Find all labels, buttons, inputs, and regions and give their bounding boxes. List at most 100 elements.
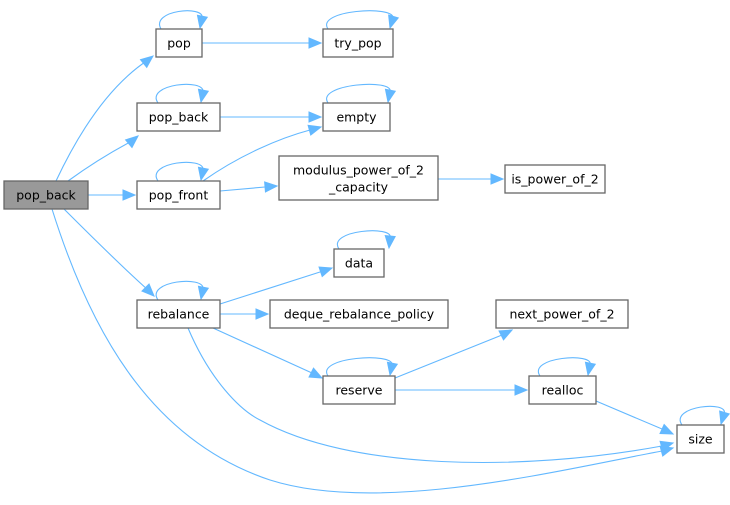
arrowhead-icon: [659, 423, 675, 435]
arrowhead-icon: [659, 440, 675, 452]
edge-line: [219, 186, 266, 192]
edge-pop-front-to-modulus: [219, 181, 279, 193]
arrowhead-icon: [307, 124, 323, 136]
node-try-pop[interactable]: try_pop: [322, 28, 394, 58]
arrowhead-icon: [514, 384, 529, 396]
arrowhead-icon: [318, 266, 334, 278]
edge-pop-to-try-pop: [202, 37, 323, 49]
arrowhead-icon: [490, 173, 505, 185]
arrowhead-icon: [719, 410, 730, 426]
arrowhead-icon: [384, 234, 396, 250]
arrowhead-icon: [584, 361, 597, 377]
edge-line: [394, 334, 503, 379]
edge-reserve-to-realloc: [395, 384, 529, 396]
arrowhead-icon: [264, 181, 279, 193]
node-realloc[interactable]: realloc: [528, 375, 597, 405]
edge-rebalance-to-data: [219, 266, 334, 305]
edge-line: [155, 83, 204, 104]
arrowhead-icon: [308, 111, 323, 123]
arrowhead-icon: [196, 14, 209, 30]
edge-line: [155, 280, 204, 301]
edge-line: [202, 129, 311, 182]
node-label: pop: [167, 36, 191, 51]
node-pop-back[interactable]: pop_back: [136, 102, 221, 132]
node-reserve[interactable]: reserve: [322, 375, 396, 405]
node-rebalance[interactable]: rebalance: [136, 299, 221, 329]
node-label: pop_back: [149, 110, 209, 125]
node-root-pop-back[interactable]: pop_back: [3, 180, 89, 210]
node-is-power-of-2[interactable]: is_power_of_2: [504, 164, 606, 194]
arrowhead-icon: [308, 367, 324, 379]
node-label: next_power_of_2: [509, 307, 614, 322]
node-deque-rebalance-policy[interactable]: deque_rebalance_policy: [269, 299, 449, 329]
node-pop[interactable]: pop: [155, 28, 203, 58]
node-label: data: [345, 256, 373, 271]
node-label: size: [688, 432, 713, 447]
node-label: empty: [336, 110, 377, 125]
edge-line: [595, 400, 663, 430]
edge-line: [326, 10, 394, 30]
edge-try-pop-to-try-pop: [326, 10, 400, 30]
arrowhead-icon: [255, 308, 270, 320]
edge-line: [212, 327, 313, 374]
node-empty[interactable]: empty: [322, 102, 391, 132]
edge-pop-to-pop: [159, 10, 209, 30]
arrowhead-icon: [197, 166, 210, 182]
edge-rebalance-to-rebalance: [155, 280, 210, 301]
edge-line: [336, 230, 391, 250]
arrowhead-icon: [386, 361, 399, 377]
nodes-layer: pop_back pop try_pop pop_back empty pop_…: [3, 28, 725, 454]
edge-reserve-to-next-power-of-2: [394, 329, 514, 379]
node-size[interactable]: size: [676, 424, 725, 454]
arrowhead-icon: [139, 55, 155, 69]
edge-root-pop-back-to-pop-front: [88, 189, 137, 201]
arrowhead-icon: [122, 189, 137, 201]
arrowhead-icon: [197, 88, 210, 104]
edge-pop-back-to-empty: [220, 111, 323, 123]
edge-reserve-to-reserve: [326, 357, 399, 377]
node-pop-front[interactable]: pop_front: [136, 180, 221, 210]
node-label: is_power_of_2: [511, 172, 598, 187]
edge-rebalance-to-deque-rebalance-policy: [220, 308, 270, 320]
arrowhead-icon: [124, 135, 139, 149]
arrowhead-icon: [308, 37, 323, 49]
edge-realloc-to-size: [595, 400, 675, 435]
edge-line: [55, 59, 149, 182]
node-label-line-1: modulus_power_of_2: [293, 163, 424, 178]
edge-line: [67, 140, 133, 182]
edge-line: [537, 357, 591, 377]
arrowhead-icon: [197, 285, 210, 301]
arrowhead-icon: [498, 329, 514, 341]
edge-line: [159, 10, 203, 30]
node-label: reserve: [336, 383, 383, 398]
edge-rebalance-to-reserve: [212, 327, 324, 379]
edge-line: [51, 208, 663, 494]
edge-pop-front-to-pop-front: [155, 161, 210, 182]
edge-realloc-to-realloc: [537, 357, 597, 377]
edge-data-to-data: [336, 230, 396, 250]
edges-layer: [51, 10, 730, 494]
edge-line: [155, 161, 204, 182]
node-modulus-power-of-2-capacity[interactable]: modulus_power_of_2 _capacity: [278, 155, 439, 201]
node-label: try_pop: [334, 36, 381, 51]
edge-line: [679, 405, 725, 426]
edge-line: [326, 357, 393, 377]
edge-line: [326, 83, 391, 104]
edge-modulus-to-is-power-of-2: [438, 173, 505, 185]
arrowhead-icon: [384, 88, 397, 104]
edge-root-pop-back-to-pop-back: [67, 135, 139, 182]
edge-line: [219, 271, 321, 305]
node-label-line-2: _capacity: [328, 180, 389, 195]
arrowhead-icon: [141, 283, 155, 297]
node-label: deque_rebalance_policy: [284, 307, 435, 322]
edge-pop-back-to-pop-back: [155, 83, 210, 104]
node-next-power-of-2[interactable]: next_power_of_2: [495, 299, 629, 329]
edge-empty-to-empty: [326, 83, 397, 104]
edge-size-to-size: [679, 405, 730, 426]
edge-root-pop-back-to-pop: [55, 55, 155, 182]
node-data[interactable]: data: [333, 248, 385, 278]
node-label: pop_back: [16, 188, 76, 203]
node-label: rebalance: [148, 307, 210, 322]
node-label: realloc: [542, 383, 584, 398]
